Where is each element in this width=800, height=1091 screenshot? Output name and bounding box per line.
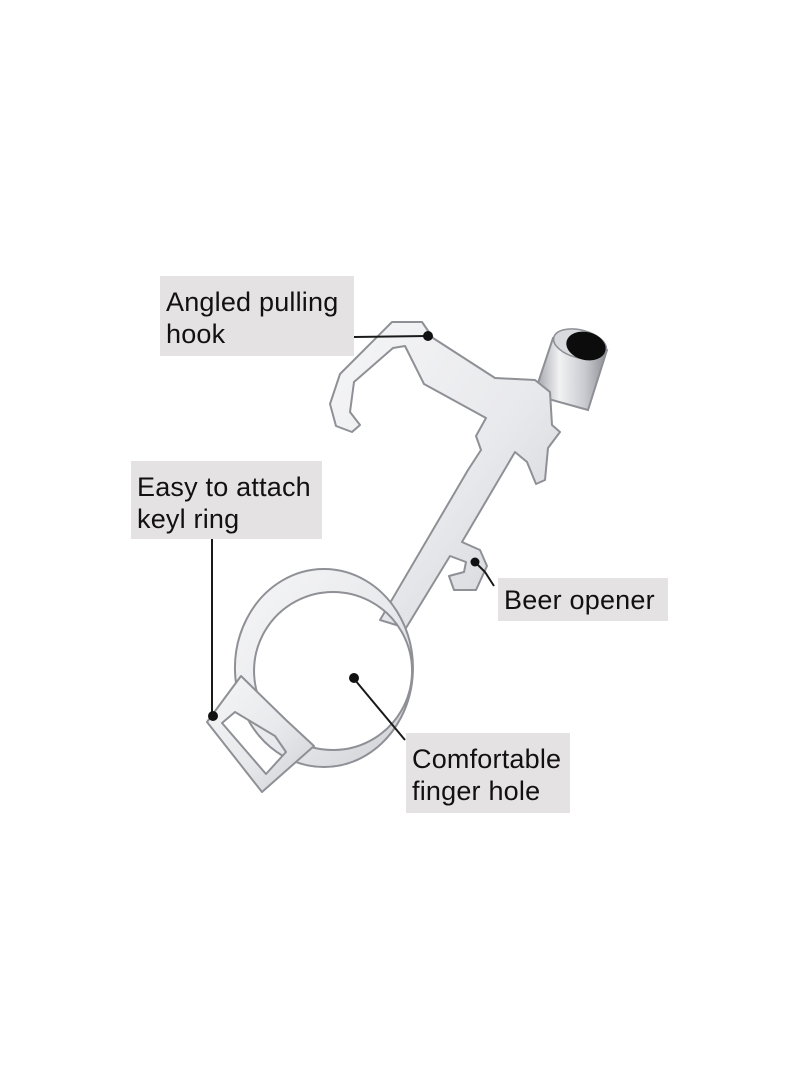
callout-finger-line-2: finger hole — [412, 776, 541, 806]
callout-finger-hole: Comfortable finger hole — [406, 733, 570, 813]
dot-beer — [470, 557, 480, 567]
callout-finger-line-1: Comfortable — [412, 744, 562, 774]
leader-dots — [208, 331, 480, 721]
callout-hook-line-1: Angled pulling — [166, 287, 339, 317]
leader-beer — [475, 562, 495, 587]
stylus — [532, 328, 609, 412]
callout-hook-line-2: hook — [166, 319, 226, 349]
callout-beer-line-1: Beer opener — [504, 585, 655, 615]
leader-hook — [353, 335, 428, 338]
dot-hook — [423, 331, 433, 341]
tool-body — [329, 321, 561, 629]
finger-ring — [233, 568, 414, 768]
callout-ring-line-2: keyl ring — [137, 504, 240, 534]
leader-finger — [354, 679, 406, 741]
stylus-tip — [566, 331, 606, 361]
callout-key-ring: Easy to attach keyl ring — [131, 461, 322, 539]
callout-angled-pulling-hook: Angled pulling hook — [160, 276, 354, 356]
dot-ring — [208, 711, 218, 721]
callout-beer-opener: Beer opener — [498, 578, 668, 621]
dot-finger — [349, 673, 359, 683]
callout-ring-line-1: Easy to attach — [137, 472, 311, 502]
leader-lines — [211, 335, 495, 741]
